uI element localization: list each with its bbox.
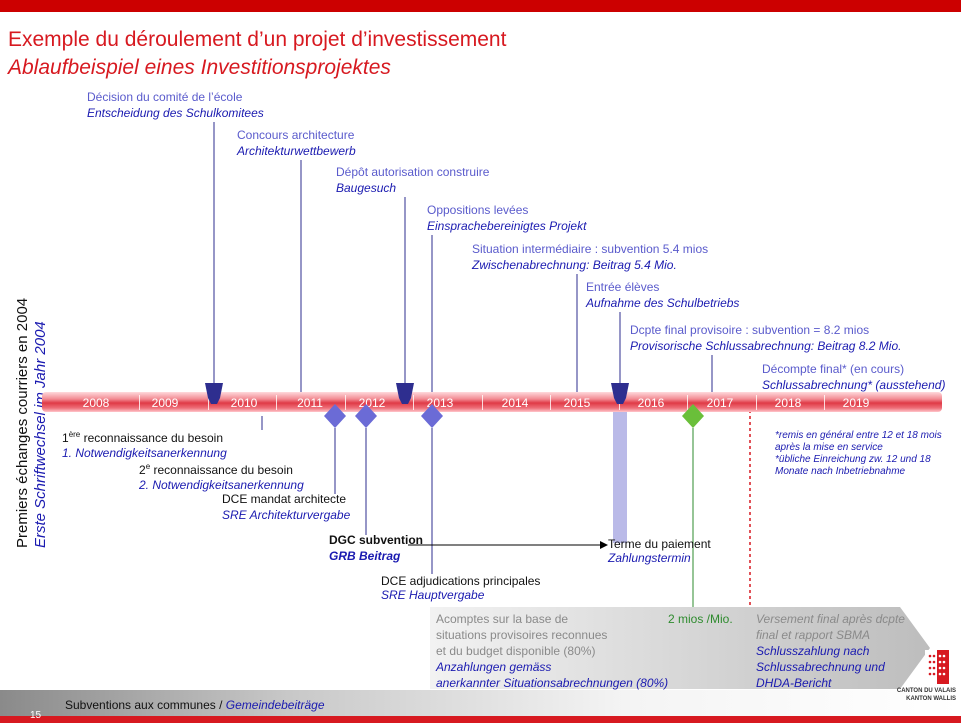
need-1-fr: 1ère reconnaissance du besoin — [62, 430, 224, 445]
milestone-pupils-fr: Entrée élèves — [586, 280, 660, 294]
timeline-band — [42, 392, 942, 412]
milestone-pupils-de: Aufnahme des Schulbetriebs — [586, 296, 740, 310]
versement-de-3: DHDA-Bericht — [756, 676, 832, 690]
payment-term-de: Zahlungstermin — [608, 551, 691, 565]
milestone-provisional-final-de: Provisorische Schlussabrechnung: Beitrag… — [630, 339, 902, 353]
milestone-diamond — [355, 404, 377, 428]
year-label: 2017 — [706, 396, 734, 410]
dgc-subsidy-fr: DGC subvention — [329, 533, 424, 547]
versement-fr-1: Versement final après dcpte — [756, 612, 905, 626]
milestone-diamond — [324, 404, 346, 428]
dgc-subsidy-de: GRB Beitrag — [329, 549, 401, 563]
milestone-competition-de: Architekturwettbewerb — [237, 144, 356, 158]
year-label: 2015 — [563, 396, 591, 410]
acomptes-fr-1: Acomptes sur la base de — [436, 612, 569, 626]
milestone-diamond-green — [682, 404, 704, 428]
logo-line-2: KANTON WALLIS — [906, 696, 956, 702]
milestone-school-committee-fr: Décision du comité de l’école — [87, 90, 243, 104]
year-label: 2011 — [297, 396, 323, 410]
acomptes-fr-3: et du budget disponible (80%) — [436, 644, 596, 658]
year-label: 2009 — [151, 396, 179, 410]
year-separator — [687, 395, 688, 410]
milestone-final-fr: Décompte final* (en cours) — [762, 362, 905, 376]
year-separator — [756, 395, 757, 410]
milestone-intermediate-fr: Situation intermédiaire : subvention 5.4… — [472, 242, 709, 256]
payment-term-fr: Terme du paiement — [608, 537, 711, 551]
year-separator — [824, 395, 825, 410]
final-payment-amount: 2 mios /Mio. — [668, 612, 733, 626]
payment-arrowhead — [600, 541, 608, 549]
need-2-fr: 2e reconnaissance du besoin — [139, 462, 293, 477]
year-separator — [208, 395, 209, 410]
top-bar — [0, 0, 961, 12]
footnote-de-1: *übliche Einreichung zw. 12 und 18 — [775, 454, 931, 465]
milestone-oppositions-de: Einsprachebereinigtes Projekt — [427, 219, 587, 233]
milestone-marker — [205, 383, 223, 404]
year-separator — [413, 395, 414, 410]
logo-line-1: CANTON DU VALAIS — [896, 688, 956, 694]
milestone-oppositions-fr: Oppositions levées — [427, 203, 529, 217]
architect-mandate-de: SRE Architekturvergabe — [222, 508, 351, 522]
footer-red-strip — [0, 716, 961, 723]
payment-period-bar — [613, 408, 627, 543]
year-separator — [482, 395, 483, 410]
title-german: Ablaufbeispiel eines Investitionsprojekt… — [8, 56, 391, 79]
title-french: Exemple du déroulement d’un projet d’inv… — [8, 28, 507, 51]
canton-valais-logo-icon — [925, 650, 949, 684]
year-label: 2014 — [501, 396, 529, 410]
footnote-fr-2: après la mise en service — [775, 442, 883, 453]
milestone-marker — [396, 383, 414, 404]
year-label: 2010 — [230, 396, 258, 410]
milestone-final-de: Schlussabrechnung* (ausstehend) — [762, 378, 946, 392]
footnote-de-2: Monate nach Inbetriebnahme — [775, 466, 906, 477]
need-1-de: 1. Notwendigkeitsanerkennung — [62, 446, 227, 460]
acomptes-de-2: anerkannter Situationsabrechnungen (80%) — [436, 676, 669, 690]
main-awards-de: SRE Hauptvergabe — [381, 588, 485, 602]
year-label: 2019 — [842, 396, 870, 410]
milestone-intermediate-de: Zwischenabrechnung: Beitrag 5.4 Mio. — [472, 258, 677, 272]
year-separator — [345, 395, 346, 410]
milestone-permit-de: Baugesuch — [336, 181, 397, 195]
year-separator — [276, 395, 277, 410]
page-number: 15 — [30, 710, 42, 721]
versement-de-2: Schlussabrechnung und — [756, 660, 885, 674]
need-2-de: 2. Notwendigkeitsanerkennung — [139, 478, 304, 492]
milestone-diamond — [421, 404, 443, 428]
milestone-marker — [611, 383, 629, 404]
acomptes-fr-2: situations provisoires reconnues — [436, 628, 608, 642]
milestone-provisional-final-fr: Dcpte final provisoire : subvention = 8.… — [630, 323, 870, 337]
footer-title: Subventions aux communes / Gemeindebeitr… — [65, 698, 325, 712]
versement-de-1: Schlusszahlung nach — [756, 644, 870, 658]
year-label: 2016 — [637, 396, 665, 410]
milestone-competition-fr: Concours architecture — [237, 128, 355, 142]
year-separator — [139, 395, 140, 410]
year-separator — [550, 395, 551, 410]
architect-mandate-fr: DCE mandat architecte — [222, 492, 347, 506]
footnote-fr-1: *remis en général entre 12 et 18 mois — [775, 430, 942, 441]
main-awards-fr: DCE adjudications principales — [381, 574, 541, 588]
milestone-permit-fr: Dépôt autorisation construire — [336, 165, 490, 179]
payments-arrow — [430, 607, 930, 689]
year-label: 2018 — [774, 396, 802, 410]
acomptes-de-1: Anzahlungen gemäss — [436, 660, 552, 674]
year-label: 2008 — [82, 396, 110, 410]
milestone-school-committee-de: Entscheidung des Schulkomitees — [87, 106, 264, 120]
versement-fr-2: final et rapport SBMA — [756, 628, 871, 642]
